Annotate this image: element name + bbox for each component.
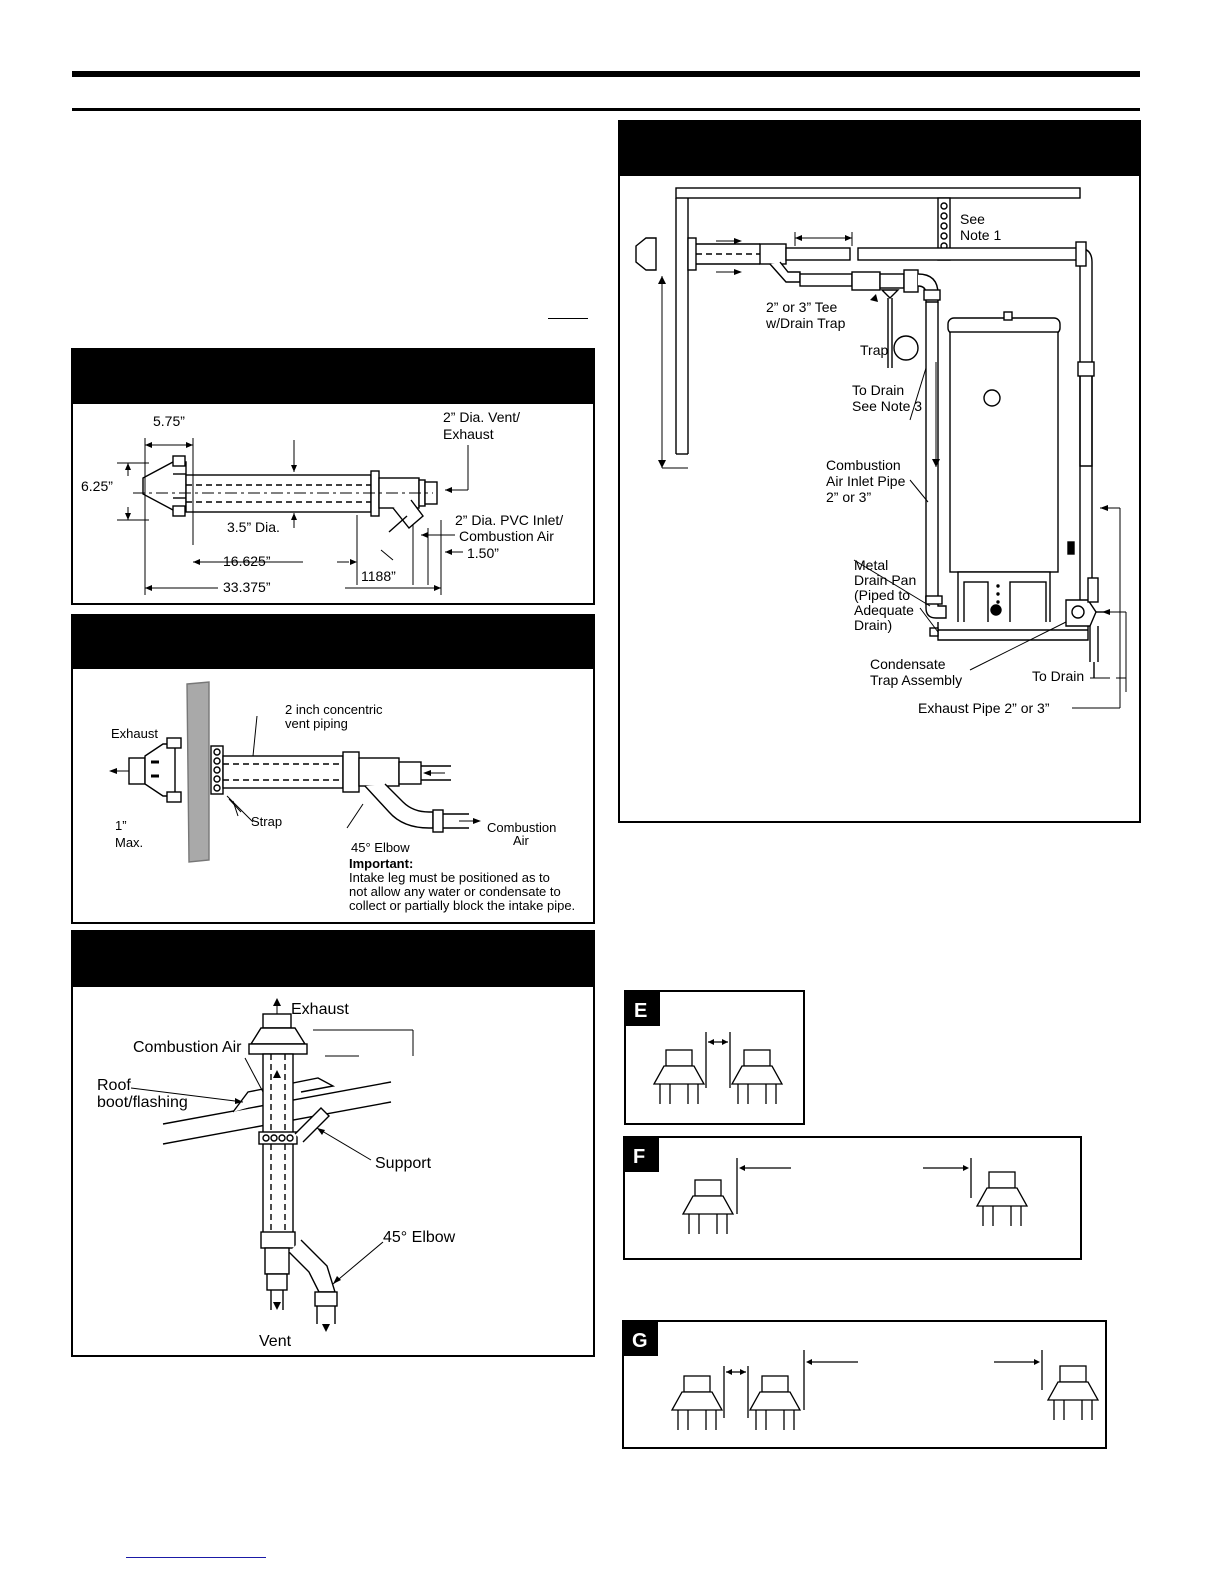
label-tee-2: w/Drain Trap (765, 315, 846, 331)
dim-3-5-dia: 3.5” Dia. (227, 519, 280, 535)
figure-header-bar (73, 350, 593, 404)
label-condensate-2: Trap Assembly (870, 672, 962, 688)
label-inlet-pipe-3: 2” or 3” (826, 489, 871, 505)
label-strap: Strap (251, 814, 282, 829)
label-support: Support (375, 1155, 432, 1172)
note-line-1: Intake leg must be positioned as to (349, 870, 550, 885)
figure-header-bar (73, 616, 593, 669)
note-line-3: collect or partially block the intake pi… (349, 898, 575, 913)
label-pvc-inlet-1: 2” Dia. PVC Inlet/ (455, 512, 563, 528)
figure-vent-dimensions: 5.75” 6.25” 3.5” Dia. 16.625” 33.375” 11… (71, 348, 595, 605)
note-line-2: not allow any water or condensate to (349, 884, 561, 899)
label-45-elbow: 45° Elbow (383, 1229, 456, 1246)
label-45-elbow: 45° Elbow (351, 840, 410, 855)
clearance-diagram-e: E (624, 990, 805, 1125)
heater-installation-drawing: See Note 1 2” or 3” Tee w/Drain Trap Tra… (635, 187, 1127, 716)
label-condensate-1: Condensate (870, 656, 946, 672)
dim-1-50: 1.50” (467, 545, 499, 561)
label-pan-3: (Piped to (854, 587, 910, 603)
figure-heater-installation: See Note 1 2” or 3” Tee w/Drain Trap Tra… (618, 120, 1141, 823)
label-pan-2: Drain Pan (854, 572, 916, 588)
label-pvc-inlet-2: Combustion Air (459, 528, 554, 544)
label-vent: Vent (259, 1333, 292, 1350)
dim-6-25: 6.25” (81, 478, 113, 494)
label-pan-5: Drain) (854, 617, 892, 633)
header-rule-thin (72, 108, 1140, 111)
label-concentric-piping-1: 2 inch concentric (285, 702, 383, 717)
label-1-inch: 1” (115, 818, 127, 833)
label-vent-exhaust-1: 2” Dia. Vent/ (443, 409, 520, 425)
clearance-diagram-f: F (623, 1136, 1082, 1260)
badge-e: E (634, 1000, 647, 1022)
footer-link-underline[interactable] (126, 1557, 266, 1558)
label-to-drain-2: See Note 3 (852, 398, 922, 414)
label-exhaust: Exhaust (111, 726, 158, 741)
label-see-note-1-a: See (960, 211, 985, 227)
dim-1188: 1188” (361, 568, 396, 584)
label-exhaust-pipe: Exhaust Pipe 2” or 3” (918, 700, 1050, 716)
figure-sidewall-vent: Exhaust 2 inch concentric vent piping St… (71, 614, 595, 924)
label-vent-exhaust-2: Exhaust (443, 426, 494, 442)
sidewall-vent-drawing: Exhaust 2 inch concentric vent piping St… (109, 681, 575, 913)
label-pan-4: Adequate (854, 602, 914, 618)
label-tee-1: 2” or 3” Tee (766, 299, 838, 315)
label-see-note-1-b: Note 1 (960, 227, 1001, 243)
label-important: Important: (349, 856, 413, 871)
roof-vent-drawing: Exhaust Combustion Air Roof boot/flashin… (97, 998, 456, 1350)
figure-header-bar (620, 122, 1139, 176)
label-to-drain-1: To Drain (852, 382, 904, 398)
label-concentric-piping-2: vent piping (285, 716, 348, 731)
label-trap: Trap (860, 342, 888, 358)
badge-f: F (633, 1146, 645, 1168)
clearance-diagram-g: G (622, 1320, 1107, 1449)
vent-dimension-drawing: 5.75” 6.25” 3.5” Dia. 16.625” 33.375” 11… (81, 409, 563, 595)
figure-header-bar (73, 932, 593, 987)
dim-16-625: 16.625” (223, 553, 271, 569)
label-roof-boot-1: Roof (97, 1077, 131, 1094)
header-rule-thick (72, 71, 1140, 77)
label-to-drain: To Drain (1032, 668, 1084, 684)
figure-roof-vent: Exhaust Combustion Air Roof boot/flashin… (71, 930, 595, 1357)
label-inlet-pipe-1: Combustion (826, 457, 901, 473)
label-roof-boot-2: boot/flashing (97, 1094, 188, 1111)
wall (186, 681, 210, 863)
dim-33-375: 33.375” (223, 579, 271, 595)
dim-5-75: 5.75” (153, 413, 185, 429)
label-combustion-air-2: Air (513, 833, 530, 848)
label-max: Max. (115, 835, 143, 850)
label-inlet-pipe-2: Air Inlet Pipe (826, 473, 906, 489)
label-combustion-air-1: Combustion (487, 820, 556, 835)
label-exhaust: Exhaust (291, 1001, 349, 1018)
label-combustion-air: Combustion Air (133, 1039, 242, 1056)
underline-mark (548, 318, 588, 319)
label-pan-1: Metal (854, 557, 888, 573)
badge-g: G (632, 1330, 648, 1352)
